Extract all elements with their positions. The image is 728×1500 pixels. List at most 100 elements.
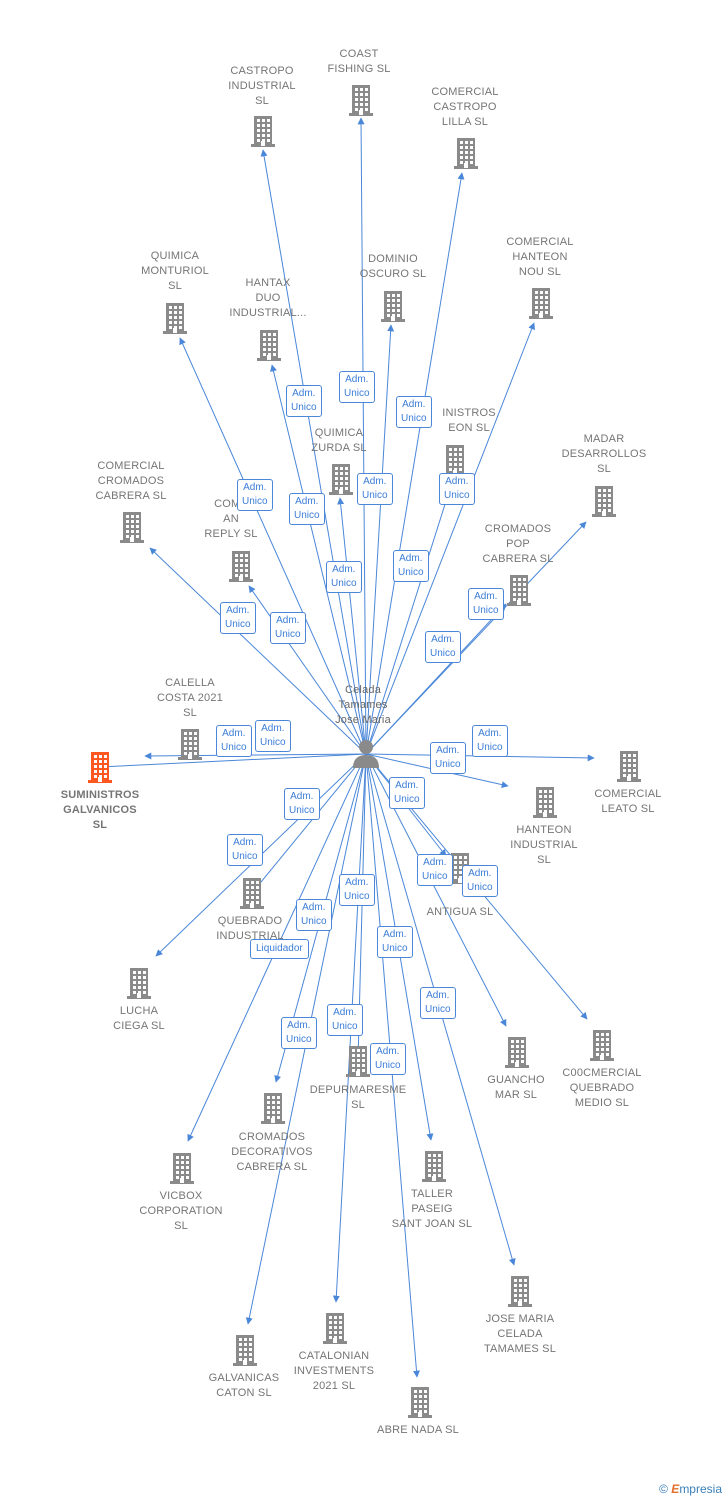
edge-quebrado-industrial [251, 753, 367, 894]
company-label-calella[interactable]: CALELLA COSTA 2021 SL [157, 677, 223, 719]
company-node-vicbox[interactable] [166, 1151, 198, 1185]
edge-comercial-reply [248, 585, 367, 755]
company-label-hantax[interactable]: HANTAX DUO INDUSTRIAL... [229, 277, 307, 319]
company-label-galvanicas[interactable]: GALVANICAS CATON SL [208, 1372, 280, 1399]
company-label-abre-nada[interactable]: ABRE NADA SL [377, 1424, 459, 1436]
company-label-antigua[interactable]: ANTIGUA SL [426, 906, 494, 918]
company-label-comercial-castropo[interactable]: COMERCIAL CASTROPO LILLA SL [431, 86, 499, 128]
company-label-guancho[interactable]: GUANCHO MAR SL [487, 1074, 545, 1101]
building-icon [508, 1276, 532, 1307]
company-label-comercial-hanteon[interactable]: COMERCIAL HANTEON NOU SL [506, 236, 574, 278]
company-label-vicbox[interactable]: VICBOX CORPORATION SL [139, 1190, 223, 1232]
edge-quimica-monturiol [179, 337, 367, 755]
building-icon [229, 551, 253, 582]
company-label-suministros-galvanicos[interactable]: SUMINISTROS GALVANICOS SL [60, 789, 140, 831]
company-label-cromados-decorativos[interactable]: CROMADOS DECORATIVOS CABRERA SL [231, 1131, 313, 1173]
role-badge: Adm. Unico [472, 725, 508, 757]
role-badge: Adm. Unico [270, 612, 306, 644]
building-icon [170, 1153, 194, 1184]
company-node-cromados-decorativos[interactable] [257, 1091, 289, 1125]
building-icon [529, 288, 553, 319]
building-icon [251, 116, 275, 147]
company-node-cromados-pop[interactable] [503, 573, 535, 607]
person-label[interactable]: Celada Tamames Jose Maria [335, 684, 391, 726]
company-label-coocmercial[interactable]: C00CMERCIAL QUEBRADO MEDIO SL [562, 1067, 642, 1109]
role-badge: Adm. Unico [326, 561, 362, 593]
company-label-dominio[interactable]: DOMINIO OSCURO SL [359, 253, 427, 280]
company-node-comercial-castropo[interactable] [450, 136, 482, 170]
company-node-guancho[interactable] [501, 1035, 533, 1069]
company-node-abre-nada[interactable] [404, 1385, 436, 1419]
edge-quimica-zurda [337, 497, 367, 755]
company-label-suministros-hanteon[interactable]: INISTROS EON SL [442, 407, 496, 434]
role-badge: Adm. Unico [370, 1043, 406, 1075]
company-node-lucha[interactable] [123, 966, 155, 1000]
role-badge: Adm. Unico [420, 987, 456, 1019]
company-label-catalonian[interactable]: CATALONIAN INVESTMENTS 2021 SL [293, 1350, 375, 1392]
company-node-castropo[interactable] [247, 114, 279, 148]
company-node-suministros-hanteon[interactable] [439, 443, 471, 477]
edge-comercial-castropo [365, 172, 465, 755]
building-icon [422, 1151, 446, 1182]
building-icon [329, 464, 353, 495]
company-node-comercial-hanteon[interactable] [525, 286, 557, 320]
empresia-footer[interactable]: © Empresia [659, 1482, 722, 1496]
building-icon [323, 1313, 347, 1344]
role-badge: Adm. Unico [284, 788, 320, 820]
company-node-quimica-monturiol[interactable] [159, 301, 191, 335]
role-badge: Adm. Unico [286, 385, 322, 417]
company-node-galvanicas[interactable] [229, 1333, 261, 1367]
edge-castropo [260, 149, 367, 755]
building-icon [261, 1093, 285, 1124]
role-badge: Liquidador [250, 939, 309, 959]
company-label-comercial-cromados[interactable]: COMERCIAL CROMADOS CABRERA SL [95, 460, 167, 502]
role-badge: Adm. Unico [296, 899, 332, 931]
company-node-quimica-zurda[interactable] [325, 462, 357, 496]
company-node-jose-maria[interactable] [504, 1274, 536, 1308]
company-label-taller[interactable]: TALLER PASEIG SANT JOAN SL [391, 1188, 473, 1230]
company-label-jose-maria[interactable]: JOSE MARIA CELADA TAMAMES SL [483, 1313, 557, 1355]
person-icon[interactable] [350, 737, 382, 771]
company-label-comercial-leato[interactable]: COMERCIAL LEATO SL [594, 788, 662, 815]
company-label-madar[interactable]: MADAR DESARROLLOS SL [561, 433, 647, 475]
company-node-comercial-reply[interactable] [225, 549, 257, 583]
building-icon [590, 1030, 614, 1061]
company-node-suministros-galvanicos[interactable] [84, 750, 116, 784]
role-badge: Adm. Unico [237, 479, 273, 511]
copyright-icon: © [659, 1482, 668, 1496]
company-node-quebrado-industrial[interactable] [236, 876, 268, 910]
company-node-catalonian[interactable] [319, 1311, 351, 1345]
role-badge: Adm. Unico [339, 371, 375, 403]
company-node-depurmaresme[interactable] [342, 1044, 374, 1078]
edge-coast [357, 117, 367, 755]
building-icon [163, 303, 187, 334]
company-node-calella[interactable] [174, 727, 206, 761]
company-label-cromados-pop[interactable]: CROMADOS POP CABRERA SL [482, 523, 554, 565]
company-label-depurmaresme[interactable]: DEPURMARESME SL [309, 1084, 407, 1111]
edge-cromados-pop [365, 603, 507, 755]
role-badge: Adm. Unico [216, 725, 252, 757]
role-badge: Adm. Unico [339, 874, 375, 906]
company-node-madar[interactable] [588, 484, 620, 518]
company-node-coast[interactable] [345, 83, 377, 117]
company-label-quimica-monturiol[interactable]: QUIMICA MONTURIOL SL [141, 250, 209, 292]
role-badge: Adm. Unico [227, 834, 263, 866]
company-node-hantax[interactable] [253, 328, 285, 362]
edge-suministros-hanteon [365, 478, 455, 755]
company-node-coocmercial[interactable] [586, 1028, 618, 1062]
company-label-castropo[interactable]: CASTROPO INDUSTRIAL SL [228, 65, 296, 107]
company-label-comercial-reply[interactable]: COME AN REPLY SL [204, 498, 258, 540]
company-label-hanteon-industrial[interactable]: HANTEON INDUSTRIAL SL [510, 824, 578, 866]
company-node-comercial-cromados[interactable] [116, 510, 148, 544]
company-node-comercial-leato[interactable] [613, 749, 645, 783]
building-icon [349, 85, 373, 116]
company-label-coast[interactable]: COAST FISHING SL [327, 48, 391, 75]
company-node-hanteon-industrial[interactable] [529, 785, 561, 819]
company-label-lucha[interactable]: LUCHA CIEGA SL [113, 1005, 165, 1032]
company-label-quimica-zurda[interactable]: QUIMICA ZURDA SL [311, 427, 367, 454]
company-node-dominio[interactable] [377, 289, 409, 323]
role-badge: Adm. Unico [327, 1004, 363, 1036]
building-icon [507, 575, 531, 606]
building-icon [592, 486, 616, 517]
company-node-taller[interactable] [418, 1149, 450, 1183]
